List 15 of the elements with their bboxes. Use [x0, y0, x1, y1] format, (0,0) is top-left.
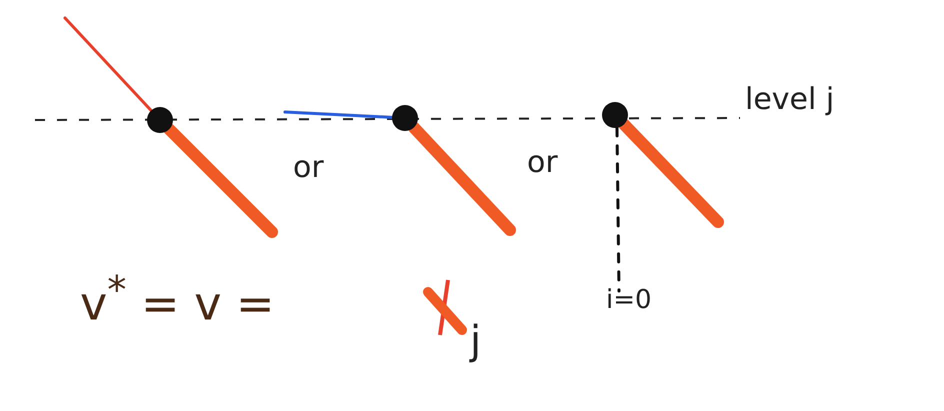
- line: [64, 16, 153, 112]
- index-text: i=0: [606, 285, 652, 315]
- vertex-dot: [147, 107, 173, 133]
- formula-text: v$^{*}$ = v =: [80, 268, 275, 330]
- vertex-dot: [602, 102, 628, 128]
- word-text: or: [527, 145, 558, 180]
- line: [408, 121, 516, 236]
- subscript-text: j: [470, 318, 482, 364]
- line: [284, 110, 394, 119]
- line: [163, 123, 278, 238]
- level-text: level j: [745, 82, 834, 117]
- vertex-dot: [392, 105, 418, 131]
- line: [618, 118, 724, 228]
- dashed-line: [616, 126, 620, 292]
- word-text: or: [293, 150, 324, 185]
